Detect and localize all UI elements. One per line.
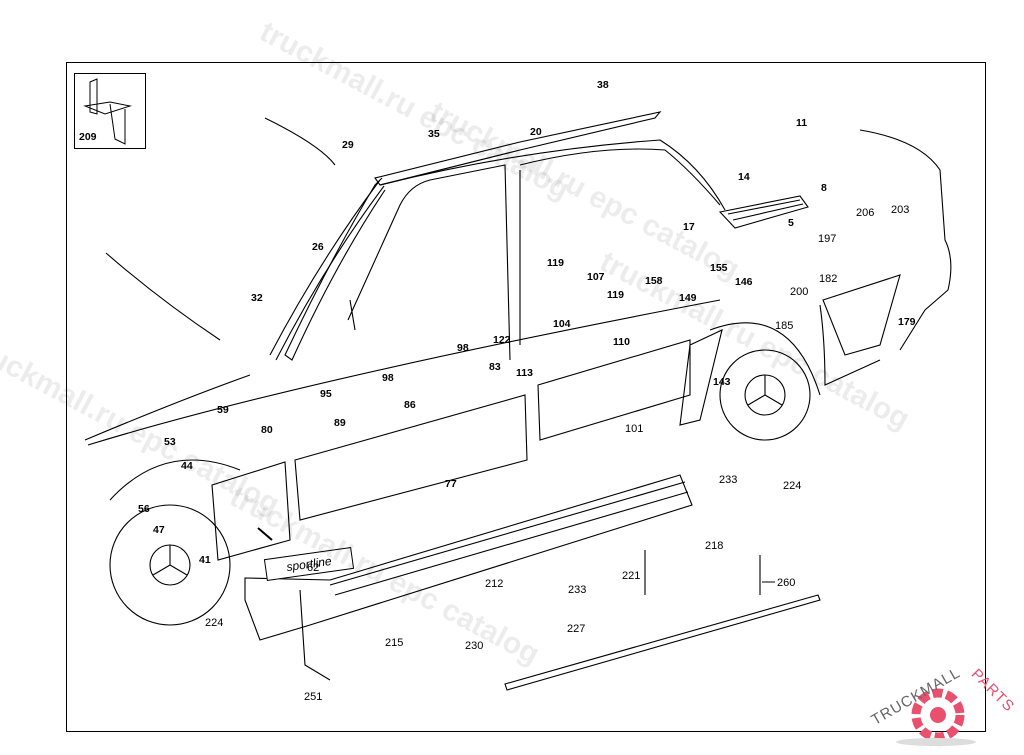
callout-20[interactable]: 20 — [530, 126, 542, 138]
callout-29[interactable]: 29 — [342, 139, 354, 151]
diagram-frame — [66, 62, 986, 732]
callout-32[interactable]: 32 — [251, 292, 263, 304]
callout-59[interactable]: 59 — [217, 404, 229, 416]
callout-224-a[interactable]: 224 — [783, 480, 802, 492]
callout-221[interactable]: 221 — [622, 570, 641, 582]
callout-41[interactable]: 41 — [199, 554, 211, 566]
callout-98-b[interactable]: 98 — [457, 342, 469, 354]
callout-206[interactable]: 206 — [856, 207, 875, 219]
callout-119-b[interactable]: 119 — [607, 289, 624, 301]
callout-149[interactable]: 149 — [679, 292, 697, 304]
callout-119-a[interactable]: 119 — [547, 257, 564, 269]
callout-26[interactable]: 26 — [312, 241, 324, 253]
callout-56[interactable]: 56 — [138, 503, 150, 515]
trim-strip-260 — [504, 594, 821, 691]
callout-227[interactable]: 227 — [567, 623, 586, 635]
truckmall-logo: TRUCKMALL PARTS — [858, 660, 1024, 750]
hood-curve — [105, 252, 221, 341]
callout-215[interactable]: 215 — [385, 637, 404, 649]
callout-218[interactable]: 218 — [705, 540, 724, 552]
callout-113[interactable]: 113 — [516, 367, 533, 379]
callout-83[interactable]: 83 — [489, 361, 501, 373]
callout-197[interactable]: 197 — [818, 233, 837, 245]
callout-179[interactable]: 179 — [898, 316, 916, 328]
callout-110[interactable]: 110 — [613, 336, 630, 348]
a-pillar-molding-26 — [284, 177, 386, 361]
callout-53[interactable]: 53 — [164, 436, 176, 448]
callout-233-a[interactable]: 233 — [719, 474, 738, 486]
rear-molding-179 — [822, 274, 901, 356]
callout-35[interactable]: 35 — [428, 128, 440, 140]
belt-line — [87, 299, 721, 446]
callout-158[interactable]: 158 — [645, 275, 663, 287]
callout-143[interactable]: 143 — [713, 376, 731, 388]
roof-molding-20 — [374, 111, 662, 186]
callout-44[interactable]: 44 — [181, 460, 193, 472]
trim-5 — [718, 195, 809, 229]
front-door-frame — [347, 164, 511, 361]
front-wheel — [109, 504, 231, 626]
rocker-panel-212 — [244, 474, 693, 641]
callout-8[interactable]: 8 — [821, 182, 827, 194]
inset-label: 209 — [79, 131, 97, 143]
rear-door-window — [519, 148, 721, 345]
rear-body — [859, 129, 952, 351]
callout-80[interactable]: 80 — [261, 424, 273, 436]
rear-pillar-molding-143 — [679, 329, 723, 426]
rear-door-molding-101 — [537, 339, 691, 441]
callout-200[interactable]: 200 — [790, 286, 809, 298]
callout-155[interactable]: 155 — [710, 262, 728, 274]
inset-box-209: 209 — [74, 73, 146, 149]
front-fender-molding-41 — [211, 461, 291, 561]
callout-251[interactable]: 251 — [304, 691, 323, 703]
front-door-molding-77 — [294, 394, 528, 521]
callout-62[interactable]: 62 — [307, 562, 320, 574]
callout-77[interactable]: 77 — [445, 478, 457, 490]
callout-107[interactable]: 107 — [587, 271, 605, 283]
callout-89[interactable]: 89 — [334, 417, 346, 429]
callout-101[interactable]: 101 — [625, 423, 644, 435]
callout-185[interactable]: 185 — [775, 320, 794, 332]
rear-wheel — [719, 349, 811, 441]
gear-icon — [896, 688, 976, 746]
callout-233-b[interactable]: 233 — [568, 584, 587, 596]
callout-224-b[interactable]: 224 — [205, 617, 224, 629]
callout-5[interactable]: 5 — [788, 217, 794, 229]
callout-17[interactable]: 17 — [683, 221, 695, 233]
front-fender-line — [84, 374, 251, 441]
callout-122[interactable]: 122 — [493, 334, 511, 346]
callout-14[interactable]: 14 — [738, 171, 750, 183]
callout-47[interactable]: 47 — [153, 524, 165, 536]
callout-11[interactable]: 11 — [796, 117, 808, 129]
callout-38[interactable]: 38 — [597, 79, 609, 91]
callout-104[interactable]: 104 — [553, 318, 571, 330]
callout-203[interactable]: 203 — [891, 204, 910, 216]
callout-230[interactable]: 230 — [465, 640, 484, 652]
callout-146[interactable]: 146 — [735, 276, 753, 288]
callout-182[interactable]: 182 — [819, 273, 838, 285]
callout-95[interactable]: 95 — [320, 388, 332, 400]
callout-260[interactable]: 260 — [777, 577, 796, 589]
callout-86[interactable]: 86 — [404, 399, 416, 411]
clip-209-icon — [83, 78, 132, 145]
hood-edge-line — [264, 117, 336, 166]
callout-98-a[interactable]: 98 — [382, 372, 394, 384]
callout-212[interactable]: 212 — [485, 578, 504, 590]
